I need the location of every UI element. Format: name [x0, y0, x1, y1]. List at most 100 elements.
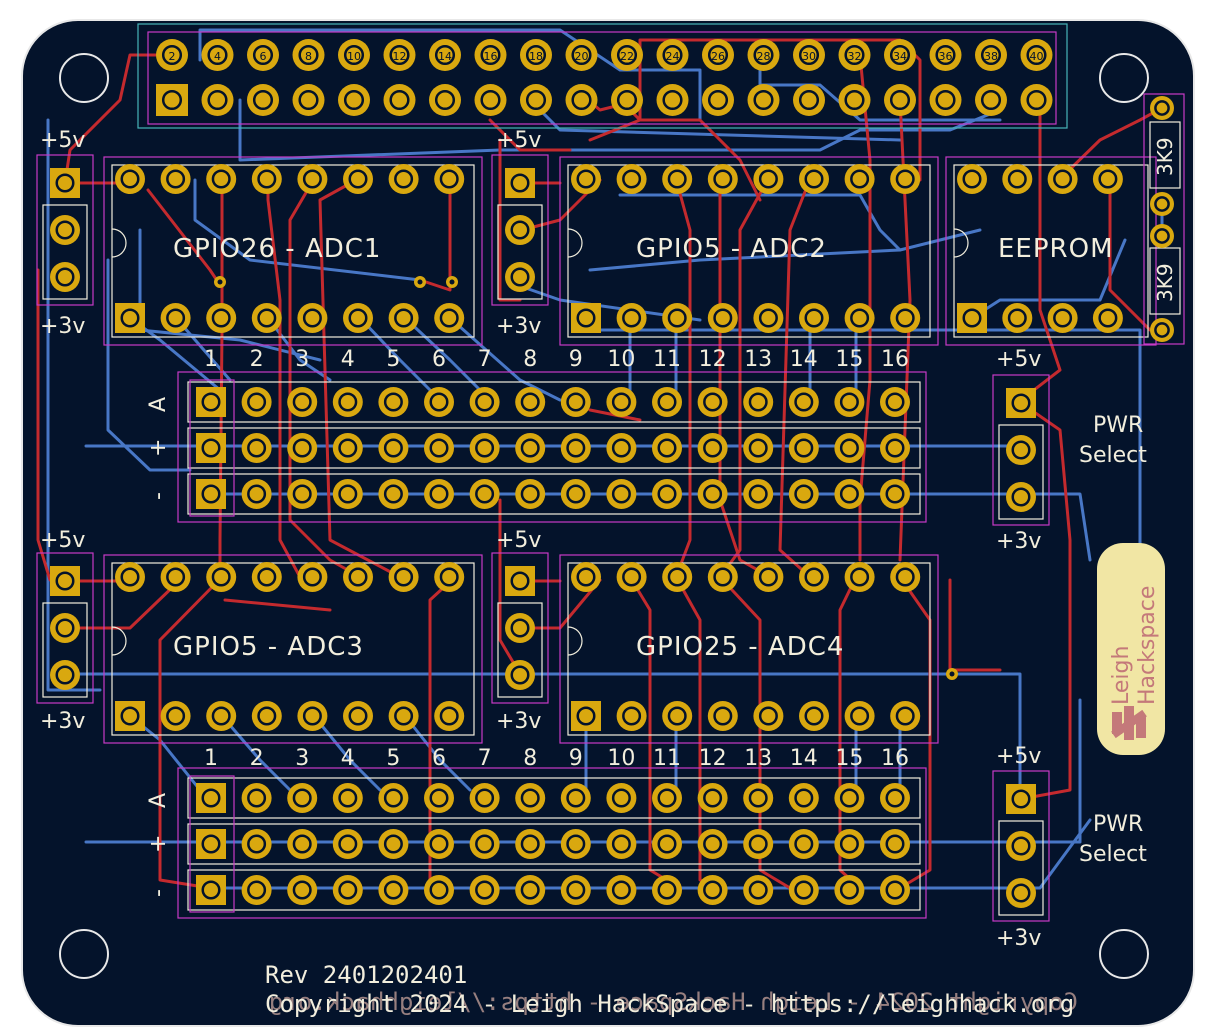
pad-hole — [713, 706, 733, 726]
gpio-pad-even — [520, 39, 552, 71]
pad-hole — [850, 567, 870, 587]
label-5v-adc3: +5v — [40, 528, 85, 553]
header-number-label: 2 — [250, 347, 264, 372]
pad-hole — [520, 880, 540, 900]
chip-eeprom-pin-bottom — [1092, 303, 1123, 333]
pad-hole — [510, 220, 530, 240]
pad-hole — [713, 567, 733, 587]
jumper-pwr2-pin1 — [1006, 784, 1036, 814]
gpio-pad-even — [747, 39, 780, 71]
pad-hole — [292, 392, 312, 412]
trace-front — [223, 598, 332, 612]
jumper-pwr1-body — [998, 424, 1044, 520]
breakout-top-pad — [378, 479, 409, 509]
resistor-r1-pad — [1150, 192, 1174, 216]
pad-hole — [667, 308, 687, 328]
pad-hole — [257, 308, 277, 328]
pad-hole — [839, 484, 859, 504]
pad-hole — [257, 169, 277, 189]
breakout-bottom-pad — [332, 829, 363, 859]
pad-hole — [1098, 308, 1118, 328]
gpio-pin-number: 18 — [529, 50, 543, 63]
breakout-top-pad — [880, 387, 910, 417]
pad-hole — [120, 706, 140, 726]
breakout-top-pad — [652, 433, 682, 463]
breakout-bottom-pad — [834, 783, 865, 813]
gpio-pin-number: 34 — [893, 50, 907, 63]
header-number-label: 15 — [835, 347, 863, 372]
trace-front — [318, 177, 402, 579]
logo-background — [1097, 543, 1165, 755]
gpio-pad-even — [201, 39, 234, 71]
jumper-adc4-courtyard — [491, 552, 549, 704]
pad-hole — [247, 438, 267, 458]
pad-hole — [338, 438, 358, 458]
pad-hole — [566, 484, 586, 504]
pad-hole — [338, 788, 358, 808]
pad-hole — [748, 438, 768, 458]
pad-hole — [753, 44, 774, 66]
pad-hole — [962, 169, 982, 189]
pad-hole — [257, 567, 277, 587]
gpio-pin-number: 2 — [169, 50, 176, 63]
gpio-pad-odd — [429, 84, 461, 116]
pad-hole — [520, 438, 540, 458]
breakout-top-pad — [424, 479, 454, 509]
pad-hole — [703, 788, 723, 808]
trace-back — [46, 118, 102, 692]
chip-eeprom-pin-top — [1092, 164, 1123, 194]
label-5v-pwr2: +5v — [996, 744, 1041, 769]
pad-hole — [55, 220, 75, 240]
breakout-top-pad — [424, 387, 454, 417]
ghost-copyright-backside: Copyright 2024 - Leigh HackSpace - https… — [269, 988, 1078, 1016]
chip-adc4-pin-top — [890, 562, 921, 592]
breakout-top-pad — [788, 387, 819, 417]
breakout-bottom-pad — [788, 829, 819, 859]
pad-hole — [703, 392, 723, 412]
chip-adc4-pin-top — [799, 562, 829, 592]
chip-adc2-pin-top — [753, 164, 784, 194]
trace-back — [238, 98, 1002, 162]
gpio-pad-odd — [474, 84, 507, 116]
chip-adc1-pin-bottom — [343, 303, 373, 333]
pad-hole — [166, 169, 186, 189]
header-number-label: 6 — [432, 746, 446, 771]
pad-hole — [885, 880, 905, 900]
gpio-pad-even — [656, 39, 689, 71]
pad-hole — [748, 392, 768, 412]
mounting-hole — [1099, 929, 1149, 979]
breakout-top-pad — [606, 387, 637, 417]
gpio-pad-odd — [201, 84, 234, 116]
pad-hole — [713, 308, 733, 328]
chip-eeprom-pin-bottom — [1047, 303, 1078, 333]
jumper-adc3-courtyard — [36, 552, 94, 704]
chip-adc1-pin-top — [251, 164, 282, 194]
label-3v-pwr1: +3v — [996, 529, 1041, 554]
pad-hole — [839, 880, 859, 900]
chip-adc3-pin-bottom — [160, 701, 191, 731]
pad-hole — [55, 571, 75, 591]
chip-adc2-pin-bottom — [753, 303, 784, 333]
trace-back — [403, 316, 482, 392]
pad-hole — [120, 567, 140, 587]
pad-hole — [55, 173, 75, 193]
mounting-hole — [1099, 53, 1149, 103]
breakout-top-pad — [378, 387, 409, 417]
chip-adc1-pin-bottom — [388, 303, 419, 333]
pad-hole — [207, 89, 228, 111]
pad-hole — [120, 169, 140, 189]
pad-hole — [302, 706, 322, 726]
pad-hole — [758, 308, 778, 328]
pad-hole — [622, 567, 642, 587]
pad-hole — [662, 89, 683, 111]
pad-hole — [201, 880, 221, 900]
revision-label: Rev 2401202401 — [265, 961, 467, 989]
gpio-pad-even — [383, 39, 416, 71]
breakout-bottom-pad — [196, 829, 226, 859]
header-number-label: 13 — [744, 347, 772, 372]
pad-hole — [292, 834, 312, 854]
gpio-pad-odd — [292, 84, 325, 116]
breakout-bottom-pad — [196, 875, 226, 905]
gpio-pin-number: 6 — [260, 50, 267, 63]
resistor-r2-pad — [1150, 224, 1174, 248]
